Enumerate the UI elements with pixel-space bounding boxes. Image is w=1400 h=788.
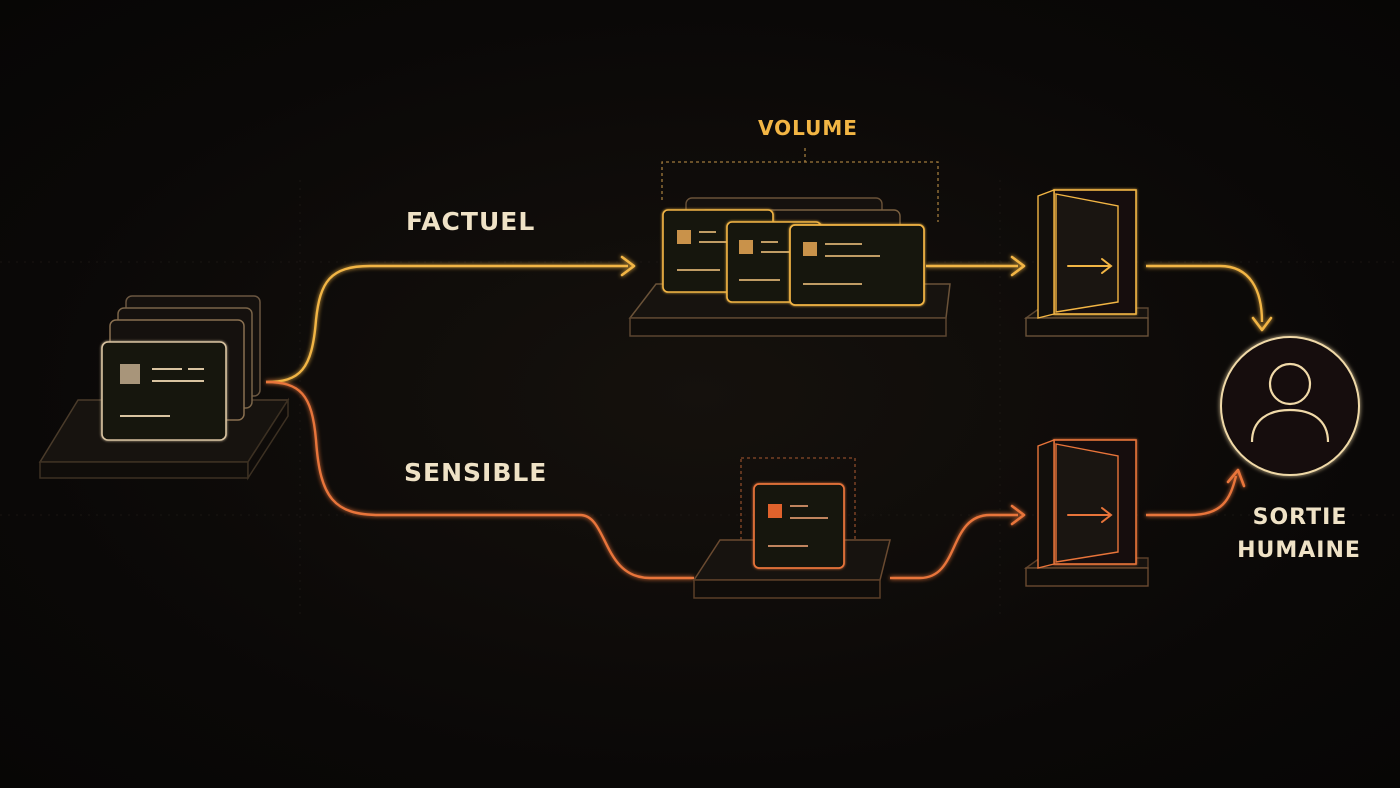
sensible-single-document	[692, 457, 891, 599]
factuel-path	[265, 264, 628, 384]
sensible-bracket	[740, 457, 856, 563]
volume-bracket	[661, 148, 939, 222]
sortie-label-line2: HUMAINE	[1237, 538, 1361, 563]
bottom-exit-gate	[1023, 438, 1149, 587]
gate-to-person-top-path	[1146, 264, 1264, 323]
door-exit-icon	[1067, 507, 1113, 523]
top-exit-gate	[1023, 188, 1149, 337]
gate-to-person-bottom-path	[1146, 475, 1238, 517]
source-document-stack	[38, 295, 290, 481]
document-thumbnail-icon	[803, 242, 817, 256]
document-thumbnail-icon	[768, 504, 782, 518]
sensible-path	[265, 380, 694, 580]
factuel-label: FACTUEL	[406, 207, 535, 236]
user-icon	[1250, 362, 1330, 443]
volume-label: VOLUME	[758, 116, 858, 140]
volume-batch	[628, 148, 951, 337]
document-thumbnail-icon	[120, 364, 140, 384]
document-thumbnail-icon	[739, 240, 753, 254]
human-output	[1220, 336, 1360, 476]
flow-paths	[265, 264, 1264, 580]
sensible-label: SENSIBLE	[404, 458, 547, 487]
arrowheads	[620, 255, 1273, 526]
document-thumbnail-icon	[677, 230, 691, 244]
sortie-label-line1: SORTIE	[1253, 505, 1348, 530]
background-grid	[0, 180, 1400, 620]
sensible-to-gate-path	[890, 513, 1018, 580]
door-exit-icon	[1067, 258, 1113, 274]
